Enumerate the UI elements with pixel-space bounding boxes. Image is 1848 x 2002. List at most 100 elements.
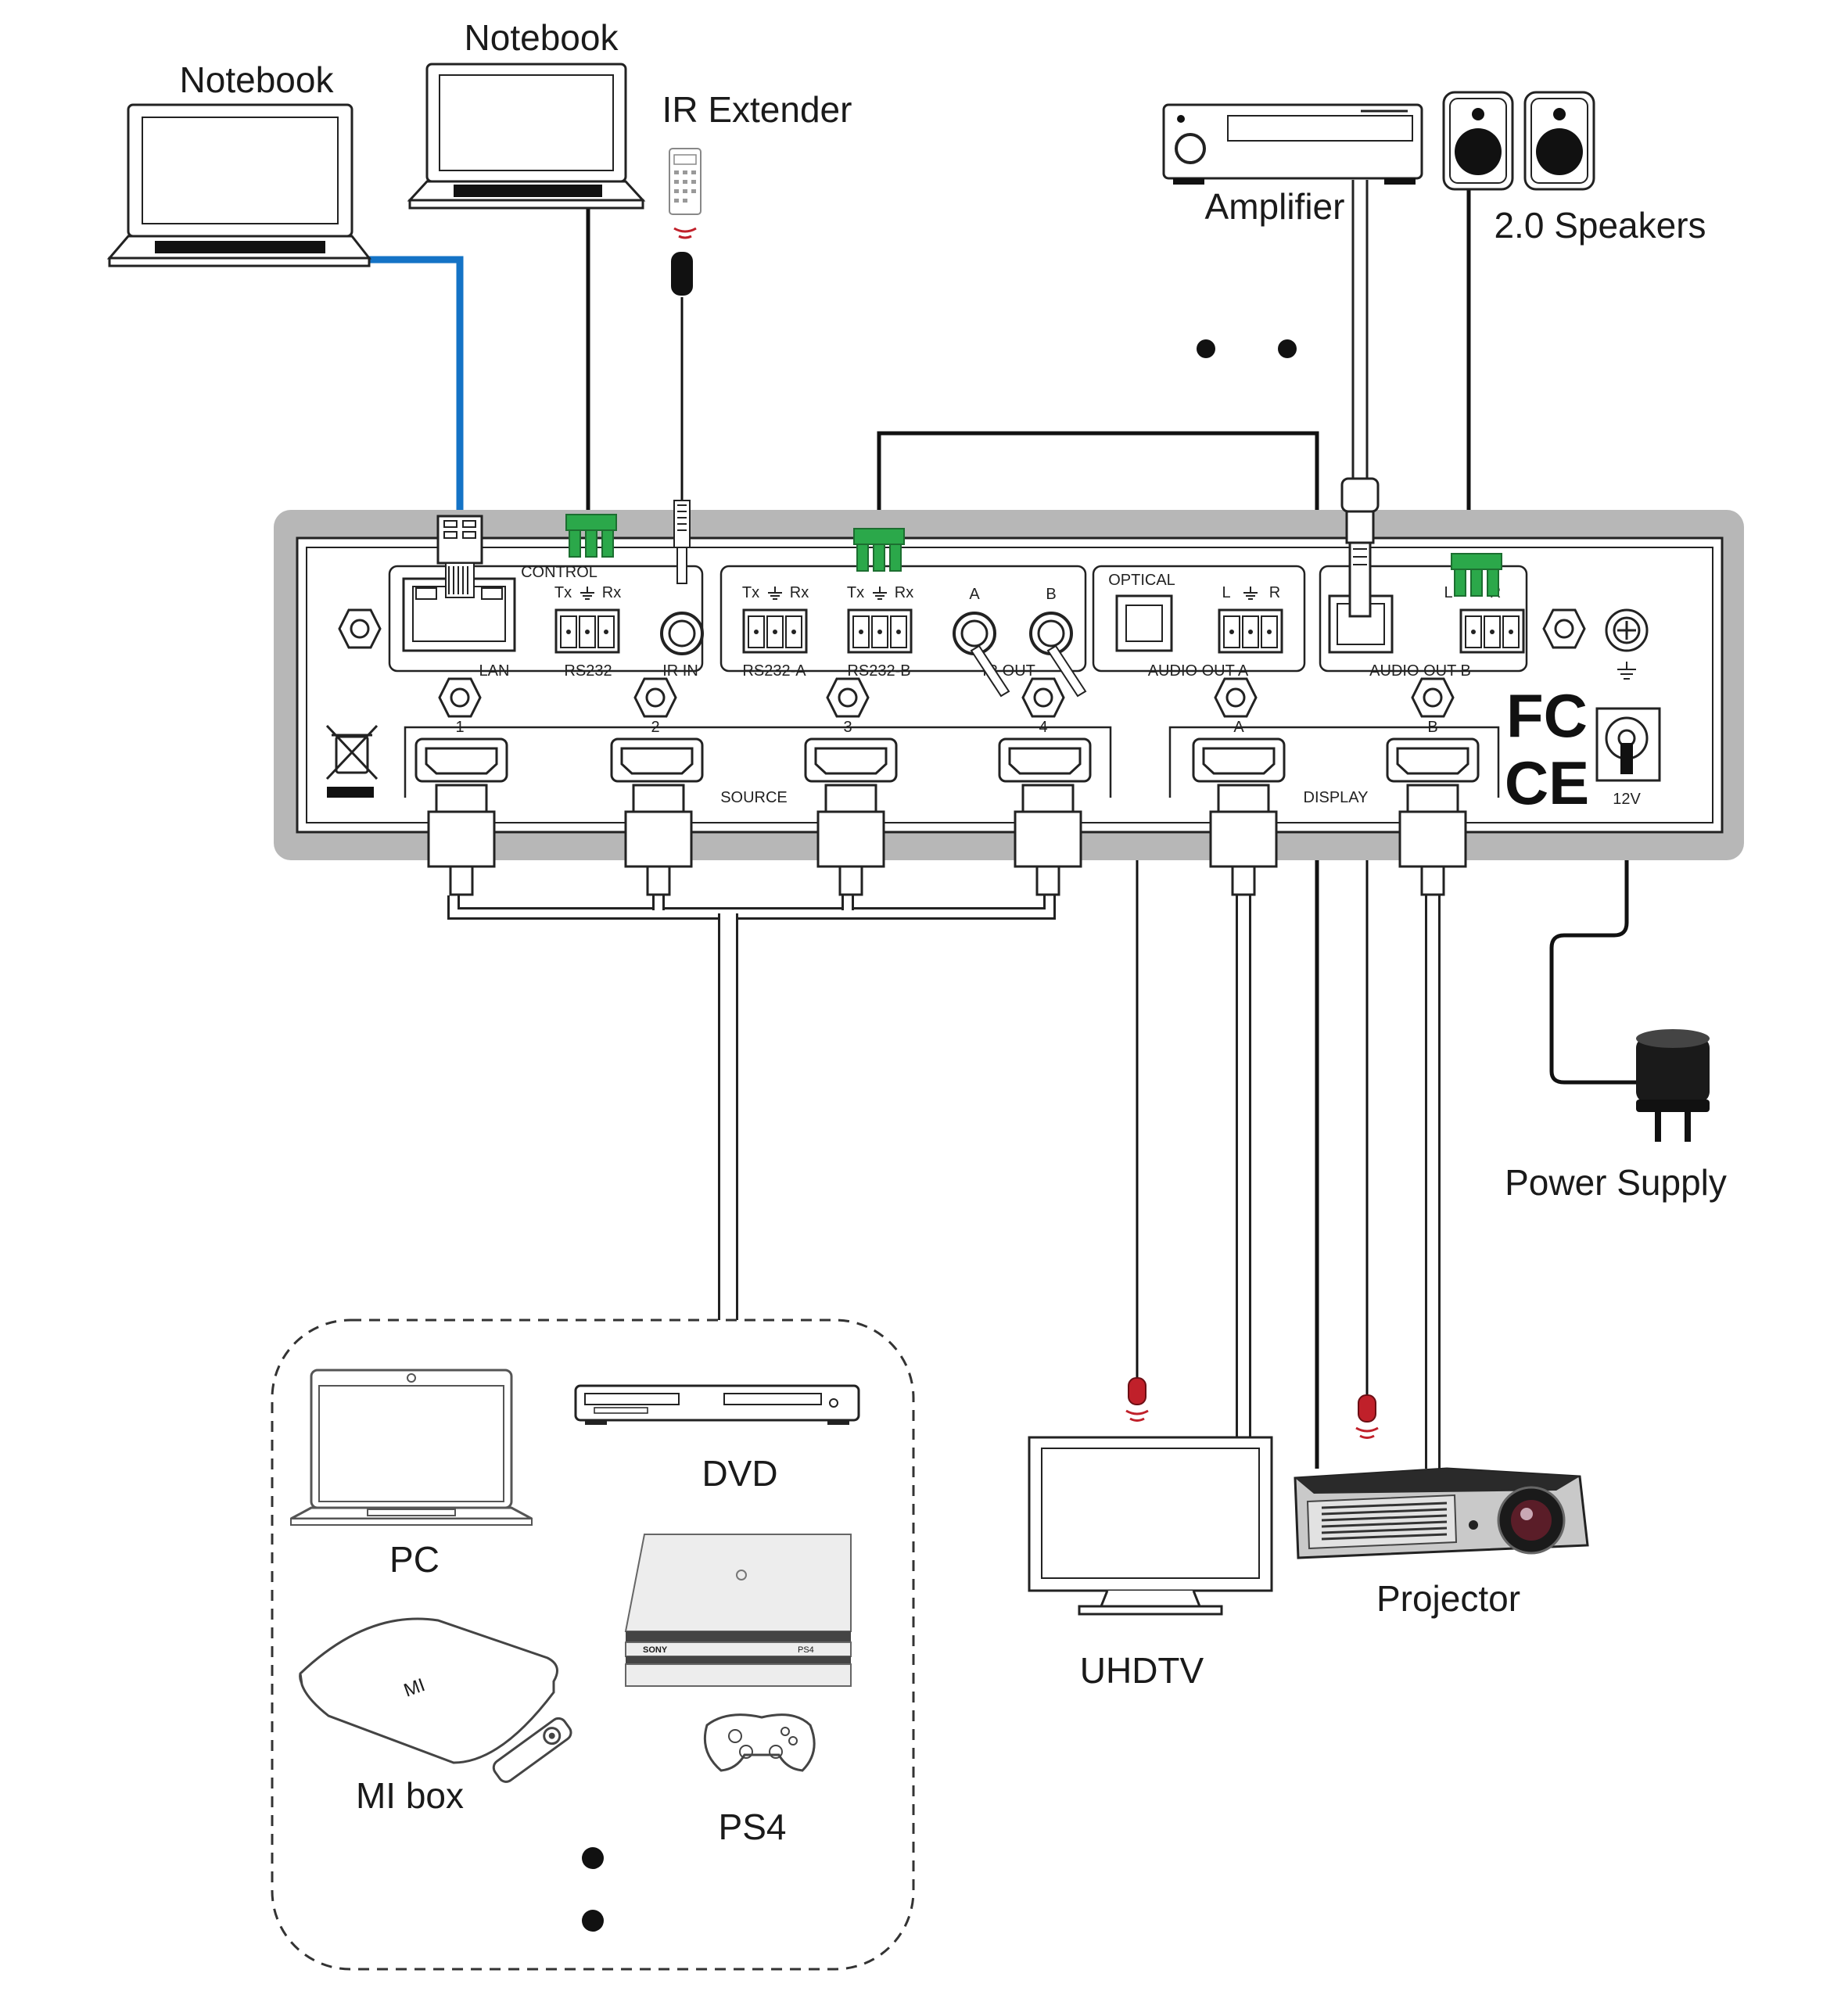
hdmi-input-2[interactable] <box>610 737 704 783</box>
dvd-player <box>574 1384 860 1425</box>
uhdtv <box>1028 1436 1273 1616</box>
rs232b-tx-label: Tx <box>847 584 864 601</box>
hdmi-plug-3 <box>816 784 885 896</box>
ir-out-a-jack[interactable] <box>953 612 996 655</box>
rs232-ir-section-frame <box>719 565 1087 673</box>
ps4-label: PS4 <box>719 1806 787 1847</box>
hdmi-output-b[interactable] <box>1386 737 1480 783</box>
optical-label: OPTICAL <box>1108 572 1175 589</box>
power-cable <box>1549 770 1638 1085</box>
ir-out-b-label: B <box>1046 586 1056 603</box>
indicator-2 <box>633 677 677 718</box>
audio-b-section-frame <box>1319 565 1528 673</box>
hdmi-input-3[interactable] <box>804 737 898 783</box>
hdmi-plug-b <box>1398 784 1467 896</box>
lan-label: LAN <box>479 662 510 680</box>
rs232a-tx-label: Tx <box>742 584 759 601</box>
mi-box: MI <box>299 1617 572 1783</box>
source-label: SOURCE <box>720 789 788 806</box>
sony-logo: SONY <box>643 1645 668 1655</box>
more-outputs-dots <box>1197 339 1297 358</box>
optical-port[interactable] <box>1115 594 1173 652</box>
optical-plug <box>1328 477 1394 654</box>
ir-extender-label: IR Extender <box>662 89 852 130</box>
audio-a-section-frame <box>1092 565 1306 673</box>
ir-in-label: IR IN <box>662 662 698 680</box>
hdmi-input-1[interactable] <box>414 737 508 783</box>
rs232a-label: RS232-A <box>742 662 806 680</box>
ir-in-jack[interactable] <box>660 612 704 655</box>
matrix-switcher-panel: CONTROL LAN RS232 IR IN RS232-A RS232-B … <box>274 477 1744 896</box>
control-section-frame <box>388 565 704 673</box>
rs232a-terminal[interactable] <box>742 608 808 654</box>
rj45-plug <box>436 515 483 598</box>
output-b-label: B <box>1427 719 1437 736</box>
rs232-tx-label: Tx <box>554 584 572 601</box>
more-sources-dots <box>582 1847 604 1932</box>
hdmi-plug-4 <box>1014 784 1082 896</box>
input-2-label: 2 <box>651 719 659 736</box>
audio-out-b-terminal[interactable] <box>1459 608 1525 654</box>
audio-b-green-plug <box>1451 553 1502 597</box>
ir-out-b-jack[interactable] <box>1029 612 1073 655</box>
source-section-frame <box>404 726 1112 798</box>
ps4-console: SONY PS4 <box>624 1534 852 1687</box>
rs232b-terminal[interactable] <box>847 608 913 654</box>
source-devices-group: PC DVD MI MI box <box>271 1319 915 1971</box>
lan-cable <box>368 256 464 516</box>
indicator-a <box>1214 677 1258 718</box>
ground-terminal <box>1605 608 1649 680</box>
hdmi-plug-1 <box>427 784 496 896</box>
lan-port[interactable] <box>402 577 516 652</box>
ir-emitter-projector <box>1355 1394 1380 1439</box>
audio-out-a-label: AUDIO OUT A <box>1148 662 1249 680</box>
ir-out-plugs <box>970 644 1087 698</box>
projector-label: Projector <box>1376 1578 1520 1619</box>
display-section-frame <box>1168 726 1500 798</box>
indicator-4 <box>1021 677 1065 718</box>
hdmi-input-4[interactable] <box>998 737 1092 783</box>
mibox-label: MI box <box>356 1775 464 1816</box>
notebook-right-label: Notebook <box>465 17 619 58</box>
input-3-label: 3 <box>843 719 852 736</box>
uhdtv-label: UHDTV <box>1080 1650 1204 1691</box>
rs232b-cable <box>877 431 1319 1469</box>
input-4-label: 4 <box>1039 719 1047 736</box>
mounting-screw-left <box>338 608 382 649</box>
ground-icon <box>580 587 1258 600</box>
notebook-left <box>106 103 372 267</box>
power-supply <box>1636 1029 1710 1142</box>
hdmi-output-a[interactable] <box>1192 737 1286 783</box>
notebook-right <box>407 63 646 210</box>
speaker-left <box>1442 91 1514 191</box>
rs232-green-plug <box>565 514 617 558</box>
rs232-rx-label: Rx <box>602 584 621 601</box>
ce-mark: CE <box>1505 748 1589 817</box>
speakers <box>1442 91 1595 191</box>
hdmi-plug-a <box>1209 784 1278 896</box>
ps4-controller <box>703 1713 816 1772</box>
control-label: CONTROL <box>521 564 597 581</box>
rs232a-rx-label: Rx <box>790 584 809 601</box>
weee-icon <box>325 724 379 798</box>
rs232-label: RS232 <box>564 662 612 680</box>
rs232-terminal[interactable] <box>554 608 620 654</box>
display-label: DISPLAY <box>1304 789 1369 806</box>
speakers-label: 2.0 Speakers <box>1494 205 1706 246</box>
ir-extender <box>669 148 702 296</box>
power-rating-label: 12V <box>1613 791 1641 808</box>
speaker-right <box>1523 91 1595 191</box>
audio-b-left-label: L <box>1444 584 1452 601</box>
optical-cable <box>1351 180 1369 479</box>
rs232b-green-plug <box>853 528 905 572</box>
rs232b-rx-label: Rx <box>895 584 913 601</box>
hdmi-plug-2 <box>624 784 693 896</box>
indicator-1 <box>438 677 482 718</box>
indicator-b <box>1411 677 1455 718</box>
rs232b-label: RS232-B <box>847 662 910 680</box>
audio-out-a-terminal[interactable] <box>1218 608 1283 654</box>
dc-power-jack[interactable] <box>1595 707 1661 782</box>
output-a-label: A <box>1233 719 1244 736</box>
ir-in-plug <box>673 500 691 584</box>
fc-mark: FC <box>1506 681 1588 750</box>
